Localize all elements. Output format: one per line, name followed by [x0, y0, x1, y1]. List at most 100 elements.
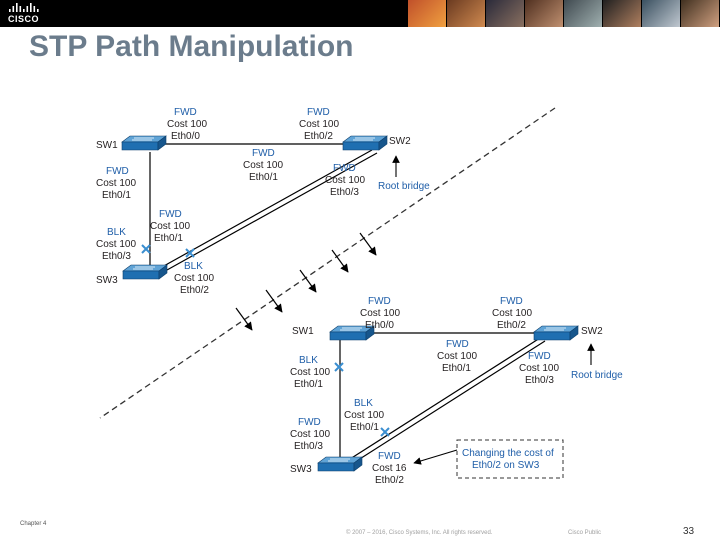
port-cost: Cost 100 [437, 351, 477, 362]
port-cost: Cost 100 [150, 221, 190, 232]
cisco-logo: CISCO [6, 3, 46, 25]
port-state: FWD [159, 209, 182, 220]
switch-sw2-icon [533, 325, 579, 341]
port-id: Eth0/0 [365, 320, 394, 331]
port-cost: Cost 100 [290, 429, 330, 440]
transition-arrow [359, 232, 377, 256]
blocked-x-icon [334, 362, 344, 372]
footer-chapter: Chapter 4 [20, 521, 47, 527]
change-note-line2: Eth0/2 on SW3 [472, 460, 540, 471]
photo-tile [642, 0, 680, 27]
port-cost: Cost 100 [174, 273, 214, 284]
link-sw2-sw3-b [354, 340, 546, 463]
before-topology: SW1 SW2 SW3 Root bridge FWD Cost 100 Eth… [96, 107, 430, 296]
footer-classification: Cisco Public [568, 530, 602, 536]
port-id: Eth0/2 [375, 475, 404, 486]
photo-strip [408, 0, 720, 27]
sw2-label: SW2 [389, 136, 411, 147]
sw3-label: SW3 [96, 275, 118, 286]
switch-sw3-icon [122, 264, 168, 280]
footer-copyright: © 2007 – 2016, Cisco Systems, Inc. All r… [346, 530, 493, 536]
after-topology: SW1 SW2 SW3 Root bridge Changing the cos… [290, 296, 623, 486]
port-id: Eth0/3 [294, 441, 323, 452]
switch-sw3-icon [317, 456, 363, 472]
port-state: FWD [368, 296, 391, 307]
photo-tile [603, 0, 641, 27]
sw1-label: SW1 [96, 140, 118, 151]
port-id: Eth0/2 [497, 320, 526, 331]
port-cost: Cost 100 [96, 239, 136, 250]
page-number: 33 [683, 526, 695, 537]
link-sw2-sw3-a [161, 149, 373, 268]
port-state: FWD [307, 107, 330, 118]
port-state: FWD [528, 351, 551, 362]
blocked-x-icon [141, 244, 151, 254]
transition-arrow [265, 289, 283, 313]
port-id: Eth0/1 [442, 363, 471, 374]
cisco-bars-icon [9, 3, 39, 12]
port-id: Eth0/1 [350, 422, 379, 433]
change-note-line1: Changing the cost of [462, 448, 554, 459]
port-id: Eth0/1 [294, 379, 323, 390]
port-cost: Cost 100 [492, 308, 532, 319]
transition-arrow [235, 307, 253, 331]
port-id: Eth0/2 [180, 285, 209, 296]
top-banner: CISCO [0, 0, 720, 27]
port-state: FWD [333, 163, 356, 174]
port-cost: Cost 100 [96, 178, 136, 189]
page-title: STP Path Manipulation [29, 30, 354, 63]
port-cost: Cost 100 [519, 363, 559, 374]
port-id: Eth0/0 [171, 131, 200, 142]
port-cost: Cost 100 [243, 160, 283, 171]
port-state: FWD [298, 417, 321, 428]
port-id: Eth0/1 [102, 190, 131, 201]
port-state: BLK [299, 355, 318, 366]
blocked-x-icon [380, 427, 390, 437]
sw1-label: SW1 [292, 326, 314, 337]
port-cost: Cost 100 [325, 175, 365, 186]
photo-tile [681, 0, 719, 27]
root-bridge-note: Root bridge [378, 181, 430, 192]
port-state: FWD [252, 148, 275, 159]
port-state: FWD [446, 339, 469, 350]
port-cost: Cost 100 [167, 119, 207, 130]
photo-tile [447, 0, 485, 27]
photo-tile [486, 0, 524, 27]
port-state: FWD [500, 296, 523, 307]
port-id: Eth0/1 [249, 172, 278, 183]
separator-line [99, 107, 556, 419]
port-state: FWD [378, 451, 401, 462]
cisco-logo-text: CISCO [8, 14, 40, 24]
link-sw2-sw3-a [349, 337, 541, 460]
sw3-label: SW3 [290, 464, 312, 475]
change-note-arrow [413, 449, 458, 465]
blocked-x-icon [185, 248, 195, 258]
port-state: FWD [106, 166, 129, 177]
port-cost: Cost 16 [372, 463, 407, 474]
photo-tile [408, 0, 446, 27]
transition-arrow [331, 249, 349, 273]
transition-arrows [235, 232, 377, 331]
port-state: FWD [174, 107, 197, 118]
port-id: Eth0/2 [304, 131, 333, 142]
port-cost: Cost 100 [299, 119, 339, 130]
switch-sw1-icon [121, 135, 167, 151]
port-id: Eth0/3 [330, 187, 359, 198]
photo-tile [564, 0, 602, 27]
port-state: BLK [354, 398, 373, 409]
port-state: BLK [184, 261, 203, 272]
port-cost: Cost 100 [344, 410, 384, 421]
link-sw2-sw3-b [166, 152, 378, 271]
root-bridge-note: Root bridge [571, 370, 623, 381]
port-state: BLK [107, 227, 126, 238]
port-id: Eth0/3 [525, 375, 554, 386]
transition-arrow [299, 269, 317, 293]
switch-sw2-icon [342, 135, 388, 151]
photo-tile [525, 0, 563, 27]
port-cost: Cost 100 [360, 308, 400, 319]
port-cost: Cost 100 [290, 367, 330, 378]
port-id: Eth0/1 [154, 233, 183, 244]
change-note-box [456, 439, 564, 479]
port-id: Eth0/3 [102, 251, 131, 262]
